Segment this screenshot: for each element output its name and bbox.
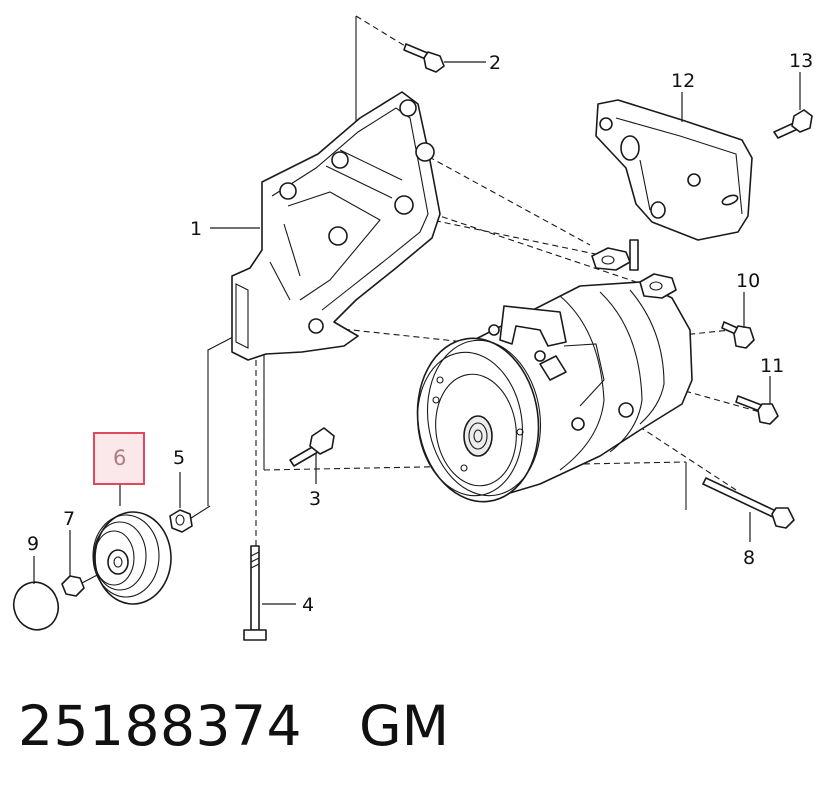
callout-labels: 2 1 3 4 5 6 7 9 8 10 11 12 13 <box>27 50 813 616</box>
mounting-bracket <box>231 91 441 361</box>
nut-part-5 <box>169 509 193 533</box>
long-stud <box>243 545 267 641</box>
dust-cap <box>12 581 60 631</box>
small-bolt <box>289 427 335 467</box>
long-bolt-part-8 <box>702 477 795 529</box>
callout-7: 7 <box>63 508 75 530</box>
highlight-box <box>93 432 145 485</box>
callout-10: 10 <box>736 270 760 292</box>
callout-11: 11 <box>760 355 784 377</box>
callout-3: 3 <box>309 488 321 510</box>
pulley-nut <box>61 575 85 597</box>
callout-6: 6 <box>113 446 126 470</box>
callout-4: 4 <box>302 594 314 616</box>
callout-12: 12 <box>671 70 695 92</box>
callout-5: 5 <box>173 447 185 469</box>
bolt-part-11 <box>735 395 779 425</box>
callout-1: 1 <box>190 218 202 240</box>
upper-bolt <box>403 43 445 73</box>
callout-8: 8 <box>743 547 755 569</box>
callout-13: 13 <box>789 50 813 72</box>
ac-compressor <box>416 239 693 503</box>
brand-name: GM <box>359 694 450 758</box>
rear-bracket-plate <box>595 99 753 241</box>
callout-9: 9 <box>27 533 39 555</box>
leader-lines <box>33 61 801 605</box>
bolt-part-13 <box>773 109 813 139</box>
idler-pulley <box>92 511 172 605</box>
caption: 25188374 GM <box>18 694 449 758</box>
callout-2: 2 <box>489 52 501 74</box>
part-number: 25188374 <box>18 694 302 758</box>
bolt-part-10 <box>721 321 755 349</box>
